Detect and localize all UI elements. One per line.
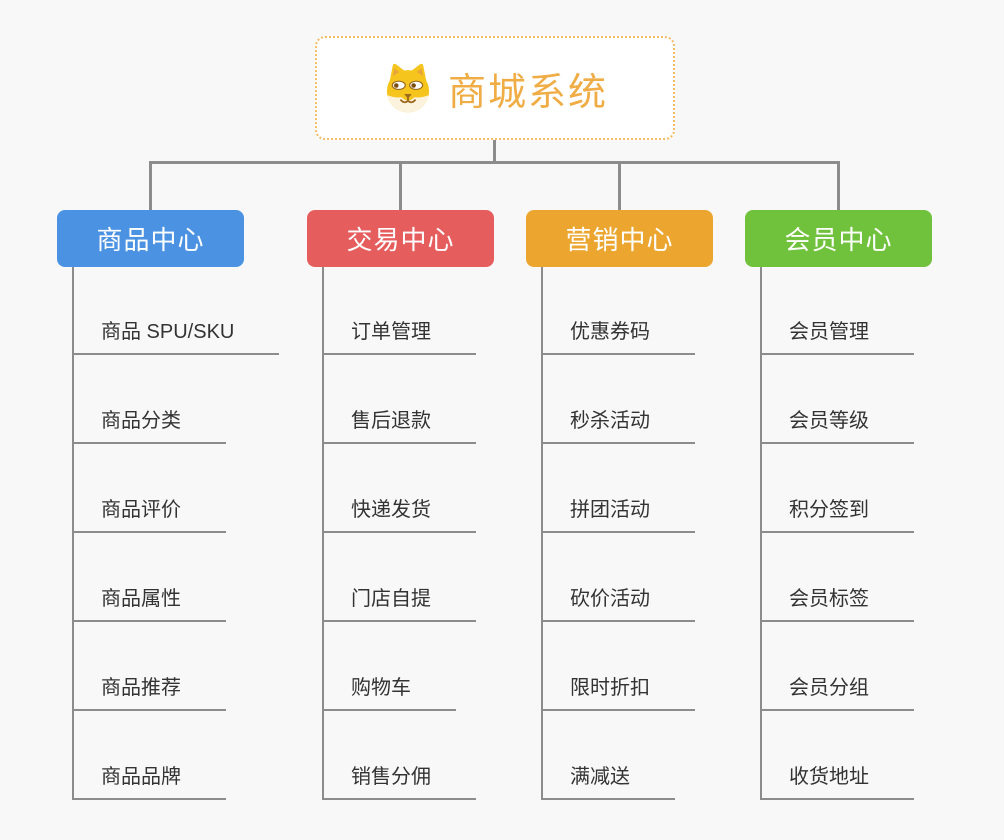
node-product-recommend[interactable]: 商品推荐 bbox=[74, 622, 279, 711]
node-store-pickup[interactable]: 门店自提 bbox=[324, 533, 476, 622]
root-node[interactable]: 商城系统 bbox=[315, 36, 675, 140]
node-points-checkin[interactable]: 积分签到 bbox=[762, 444, 914, 533]
connector-drop-trade bbox=[399, 161, 402, 211]
node-after-sale-refund[interactable]: 售后退款 bbox=[324, 355, 476, 444]
node-group-buy[interactable]: 拼团活动 bbox=[543, 444, 695, 533]
branch-items-product: 商品 SPU/SKU 商品分类 商品评价 商品属性 商品推荐 商品品牌 bbox=[72, 267, 280, 800]
node-coupon-code[interactable]: 优惠券码 bbox=[543, 267, 695, 355]
branch-label-marketing: 营销中心 bbox=[565, 225, 674, 255]
branch-label-trade: 交易中心 bbox=[346, 225, 455, 255]
branch-box-member[interactable]: 会员中心 bbox=[745, 210, 932, 267]
branch-items-marketing: 优惠券码 秒杀活动 拼团活动 砍价活动 限时折扣 满减送 bbox=[541, 267, 695, 800]
node-member-group[interactable]: 会员分组 bbox=[762, 622, 914, 711]
branch-label-member: 会员中心 bbox=[784, 225, 893, 255]
node-limited-time-discount[interactable]: 限时折扣 bbox=[543, 622, 695, 711]
node-sales-commission[interactable]: 销售分佣 bbox=[324, 711, 476, 800]
connector-drop-member bbox=[837, 161, 840, 211]
connector-root-stem bbox=[493, 139, 496, 163]
node-flash-sale[interactable]: 秒杀活动 bbox=[543, 355, 695, 444]
node-order-management[interactable]: 订单管理 bbox=[324, 267, 476, 355]
node-express-delivery[interactable]: 快递发货 bbox=[324, 444, 476, 533]
branch-box-marketing[interactable]: 营销中心 bbox=[526, 210, 713, 267]
node-spend-and-save[interactable]: 满减送 bbox=[543, 711, 695, 800]
connector-drop-product bbox=[149, 161, 152, 211]
node-member-tag[interactable]: 会员标签 bbox=[762, 533, 914, 622]
node-product-review[interactable]: 商品评价 bbox=[74, 444, 279, 533]
branch-items-trade: 订单管理 售后退款 快递发货 门店自提 购物车 销售分佣 bbox=[322, 267, 476, 800]
branch-items-member: 会员管理 会员等级 积分签到 会员标签 会员分组 收货地址 bbox=[760, 267, 914, 800]
node-member-management[interactable]: 会员管理 bbox=[762, 267, 914, 355]
branch-box-product[interactable]: 商品中心 bbox=[57, 210, 244, 267]
node-bargain-activity[interactable]: 砍价活动 bbox=[543, 533, 695, 622]
node-product-brand[interactable]: 商品品牌 bbox=[74, 711, 279, 800]
connector-drop-marketing bbox=[618, 161, 621, 211]
node-shipping-address[interactable]: 收货地址 bbox=[762, 711, 914, 800]
node-member-level[interactable]: 会员等级 bbox=[762, 355, 914, 444]
node-product-attribute[interactable]: 商品属性 bbox=[74, 533, 279, 622]
node-product-spu-sku[interactable]: 商品 SPU/SKU bbox=[74, 267, 280, 355]
node-product-category[interactable]: 商品分类 bbox=[74, 355, 279, 444]
dog-face-icon bbox=[386, 63, 430, 113]
branch-label-product: 商品中心 bbox=[96, 225, 205, 255]
root-title: 商城系统 bbox=[447, 71, 608, 114]
branch-box-trade[interactable]: 交易中心 bbox=[307, 210, 494, 267]
node-shopping-cart[interactable]: 购物车 bbox=[324, 622, 476, 711]
connector-trunk bbox=[149, 161, 840, 164]
